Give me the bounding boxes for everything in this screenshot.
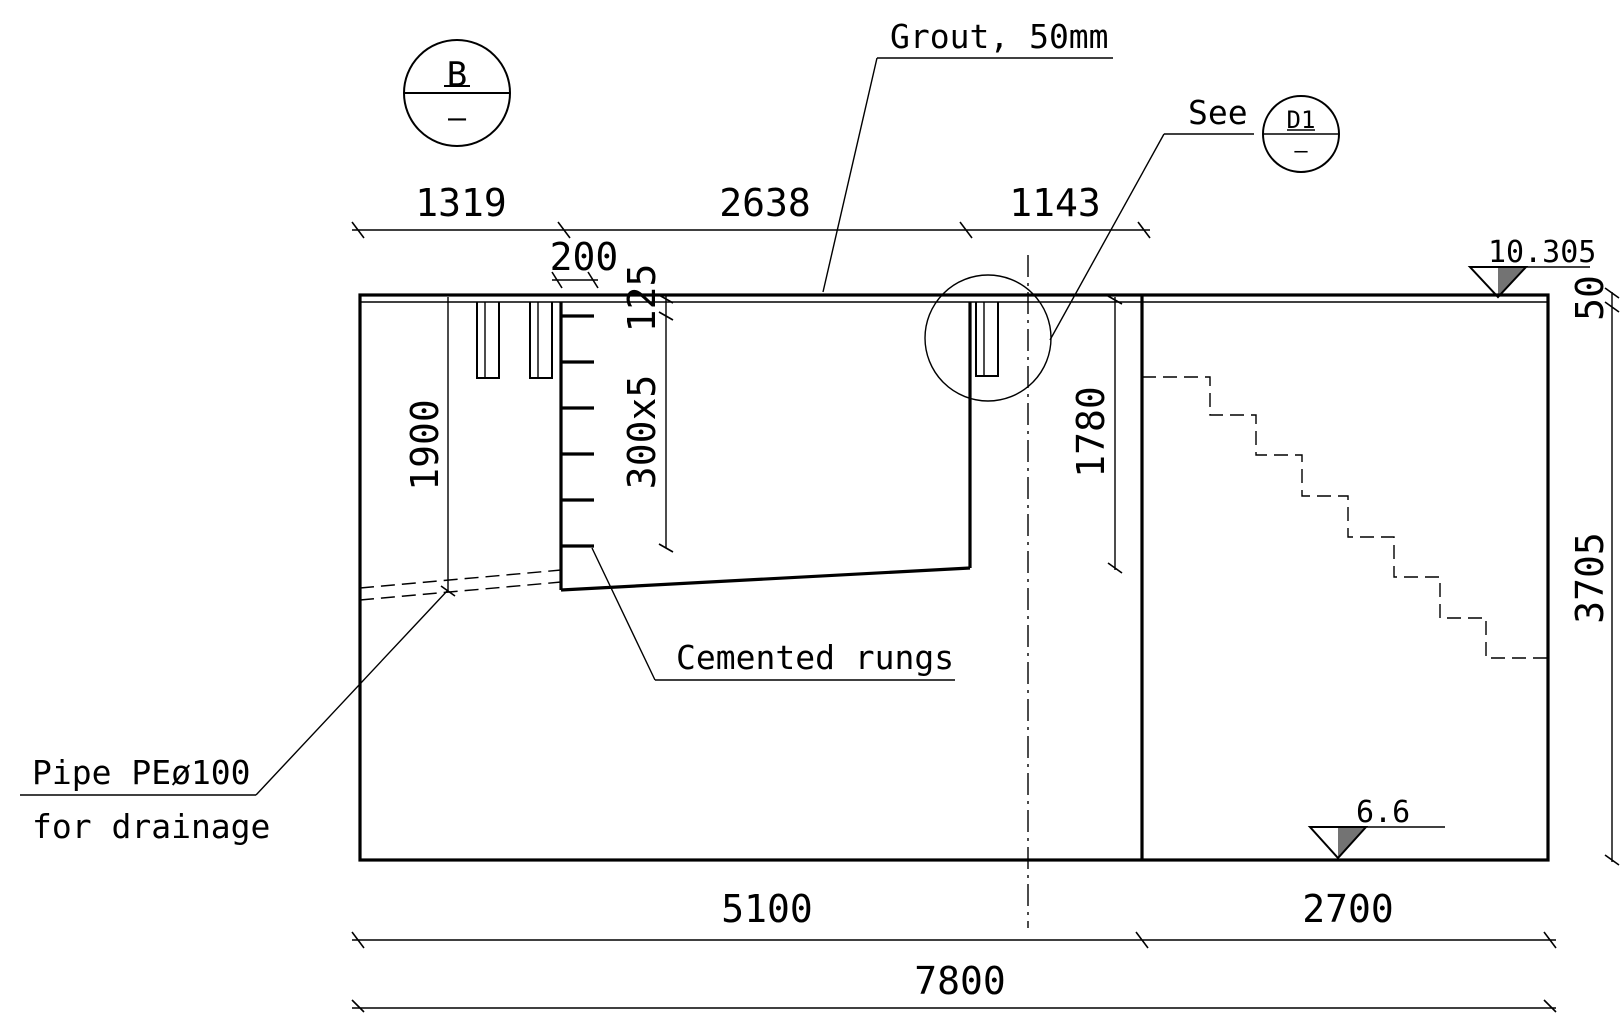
- detail-reference: See D1 –: [1049, 93, 1340, 341]
- rung-spacing-dimension: 125 300x5: [620, 264, 674, 553]
- rungs-callout: Cemented rungs: [591, 547, 955, 681]
- detail-ref-sheet: –: [1294, 139, 1308, 164]
- rungs-label: Cemented rungs: [676, 638, 954, 677]
- overall-dimension: 7800: [351, 959, 1557, 1013]
- section-marker-letter: B: [447, 55, 467, 95]
- pipe-callout: Pipe PEø100 for drainage: [20, 589, 449, 846]
- see-label: See: [1188, 93, 1248, 132]
- grout-callout: Grout, 50mm: [822, 17, 1113, 293]
- dim-1900: 1900: [403, 399, 447, 491]
- elevation-top-value: 10.305: [1488, 235, 1596, 270]
- dim-1780: 1780: [1069, 386, 1113, 478]
- dim-7800: 7800: [914, 959, 1006, 1003]
- anchor-pockets: [476, 302, 999, 379]
- top-dimension-chain: 1319 2638 1143: [351, 181, 1151, 239]
- pipe-label-line2: for drainage: [32, 807, 270, 846]
- dim-125: 125: [620, 264, 664, 333]
- dim-1319: 1319: [415, 181, 507, 225]
- section-marker: B –: [403, 39, 511, 147]
- right-depth-dimension: 1780: [1069, 295, 1123, 574]
- dim-200: 200: [550, 235, 619, 279]
- drainage-pipe: [359, 569, 562, 601]
- ladder-rungs: [561, 314, 594, 548]
- dim-300x5: 300x5: [620, 375, 664, 489]
- stepped-foundation: [1142, 376, 1548, 659]
- dim-3705: 3705: [1568, 532, 1612, 624]
- elevation-bottom-value: 6.6: [1356, 795, 1410, 830]
- height-dimension: 50 3705: [1568, 275, 1620, 866]
- dim-2700: 2700: [1302, 887, 1394, 931]
- structure-outline: [358, 293, 1550, 862]
- dim-50: 50: [1568, 275, 1612, 321]
- pipe-label-line1: Pipe PEø100: [32, 753, 251, 792]
- elevation-top: 10.305: [1467, 235, 1596, 299]
- dim-1143: 1143: [1009, 181, 1101, 225]
- dim-2638: 2638: [719, 181, 811, 225]
- grout-label: Grout, 50mm: [890, 17, 1109, 56]
- pipe-depth-dimension: 1900: [403, 297, 456, 597]
- shaft: [559, 302, 972, 592]
- dim-5100: 5100: [721, 887, 813, 931]
- section-marker-sheet: –: [448, 101, 467, 136]
- rung-offset-dimension: 200: [550, 235, 619, 289]
- elevation-bottom: 6.6: [1307, 795, 1445, 860]
- bottom-dimension-chain: 5100 2700: [351, 887, 1557, 949]
